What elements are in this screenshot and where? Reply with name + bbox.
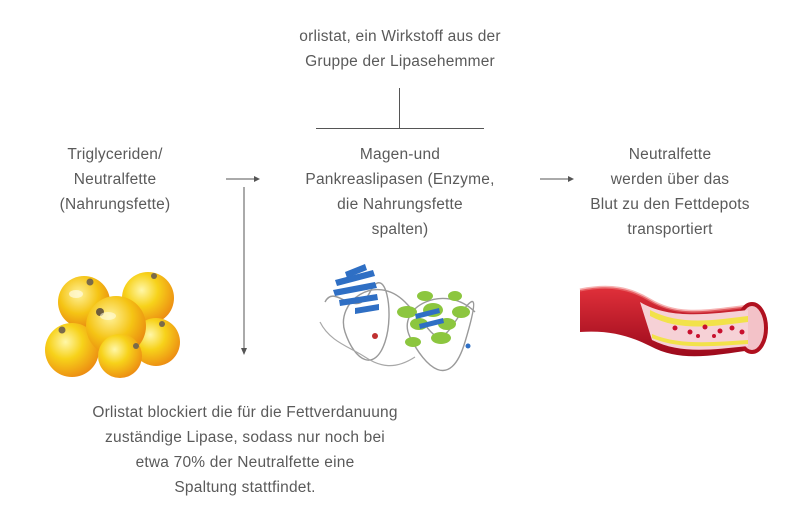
effect-label-line: Spaltung stattfindet. <box>174 479 316 496</box>
input-label: Triglyceriden/ Neutralfette (Nahrungsfet… <box>20 142 210 217</box>
enzyme-label-line: Magen-und <box>359 146 441 163</box>
inhibitor-label-line: Gruppe der Lipasehemmer <box>305 53 495 70</box>
enzyme-label-line: spalten) <box>371 221 429 238</box>
inhibitor-label-line: orlistat, ein Wirkstoff aus der <box>299 28 501 45</box>
output-label: Neutralfette werden über das Blut zu den… <box>570 142 770 242</box>
arrow-right-icon <box>540 176 574 182</box>
enzyme-label: Magen-und Pankreaslipasen (Enzyme, die N… <box>270 142 530 242</box>
enzyme-label-line: Pankreaslipasen (Enzyme, <box>305 171 495 188</box>
effect-label-line: etwa 70% der Neutralfette eine <box>135 454 355 471</box>
effect-label: Orlistat blockiert die für die Fettverda… <box>30 400 460 500</box>
output-label-line: Blut zu den Fettdepots <box>590 196 750 213</box>
input-label-line: Neutralfette <box>73 171 157 188</box>
effect-label-line: zuständige Lipase, sodass nur noch bei <box>105 429 385 446</box>
effect-label-line: Orlistat blockiert die für die Fettverda… <box>92 404 398 421</box>
inhibitor-vertical-connector <box>399 88 400 128</box>
fat-droplets-illustration <box>45 272 180 378</box>
arrow-right-icon <box>226 176 260 182</box>
inhibitor-horizontal-bar <box>316 128 484 129</box>
arrow-down-icon <box>241 187 247 355</box>
enzyme-label-line: die Nahrungsfette <box>337 196 463 213</box>
input-label-line: Triglyceriden/ <box>67 146 163 163</box>
input-label-line: (Nahrungsfette) <box>59 196 171 213</box>
blood-vessel-cross-section <box>579 285 768 357</box>
lipase-protein-structure <box>319 264 476 372</box>
output-label-line: transportiert <box>627 221 713 238</box>
inhibitor-label: orlistat, ein Wirkstoff aus der Gruppe d… <box>250 24 550 74</box>
output-label-line: Neutralfette <box>628 146 712 163</box>
output-label-line: werden über das <box>610 171 730 188</box>
